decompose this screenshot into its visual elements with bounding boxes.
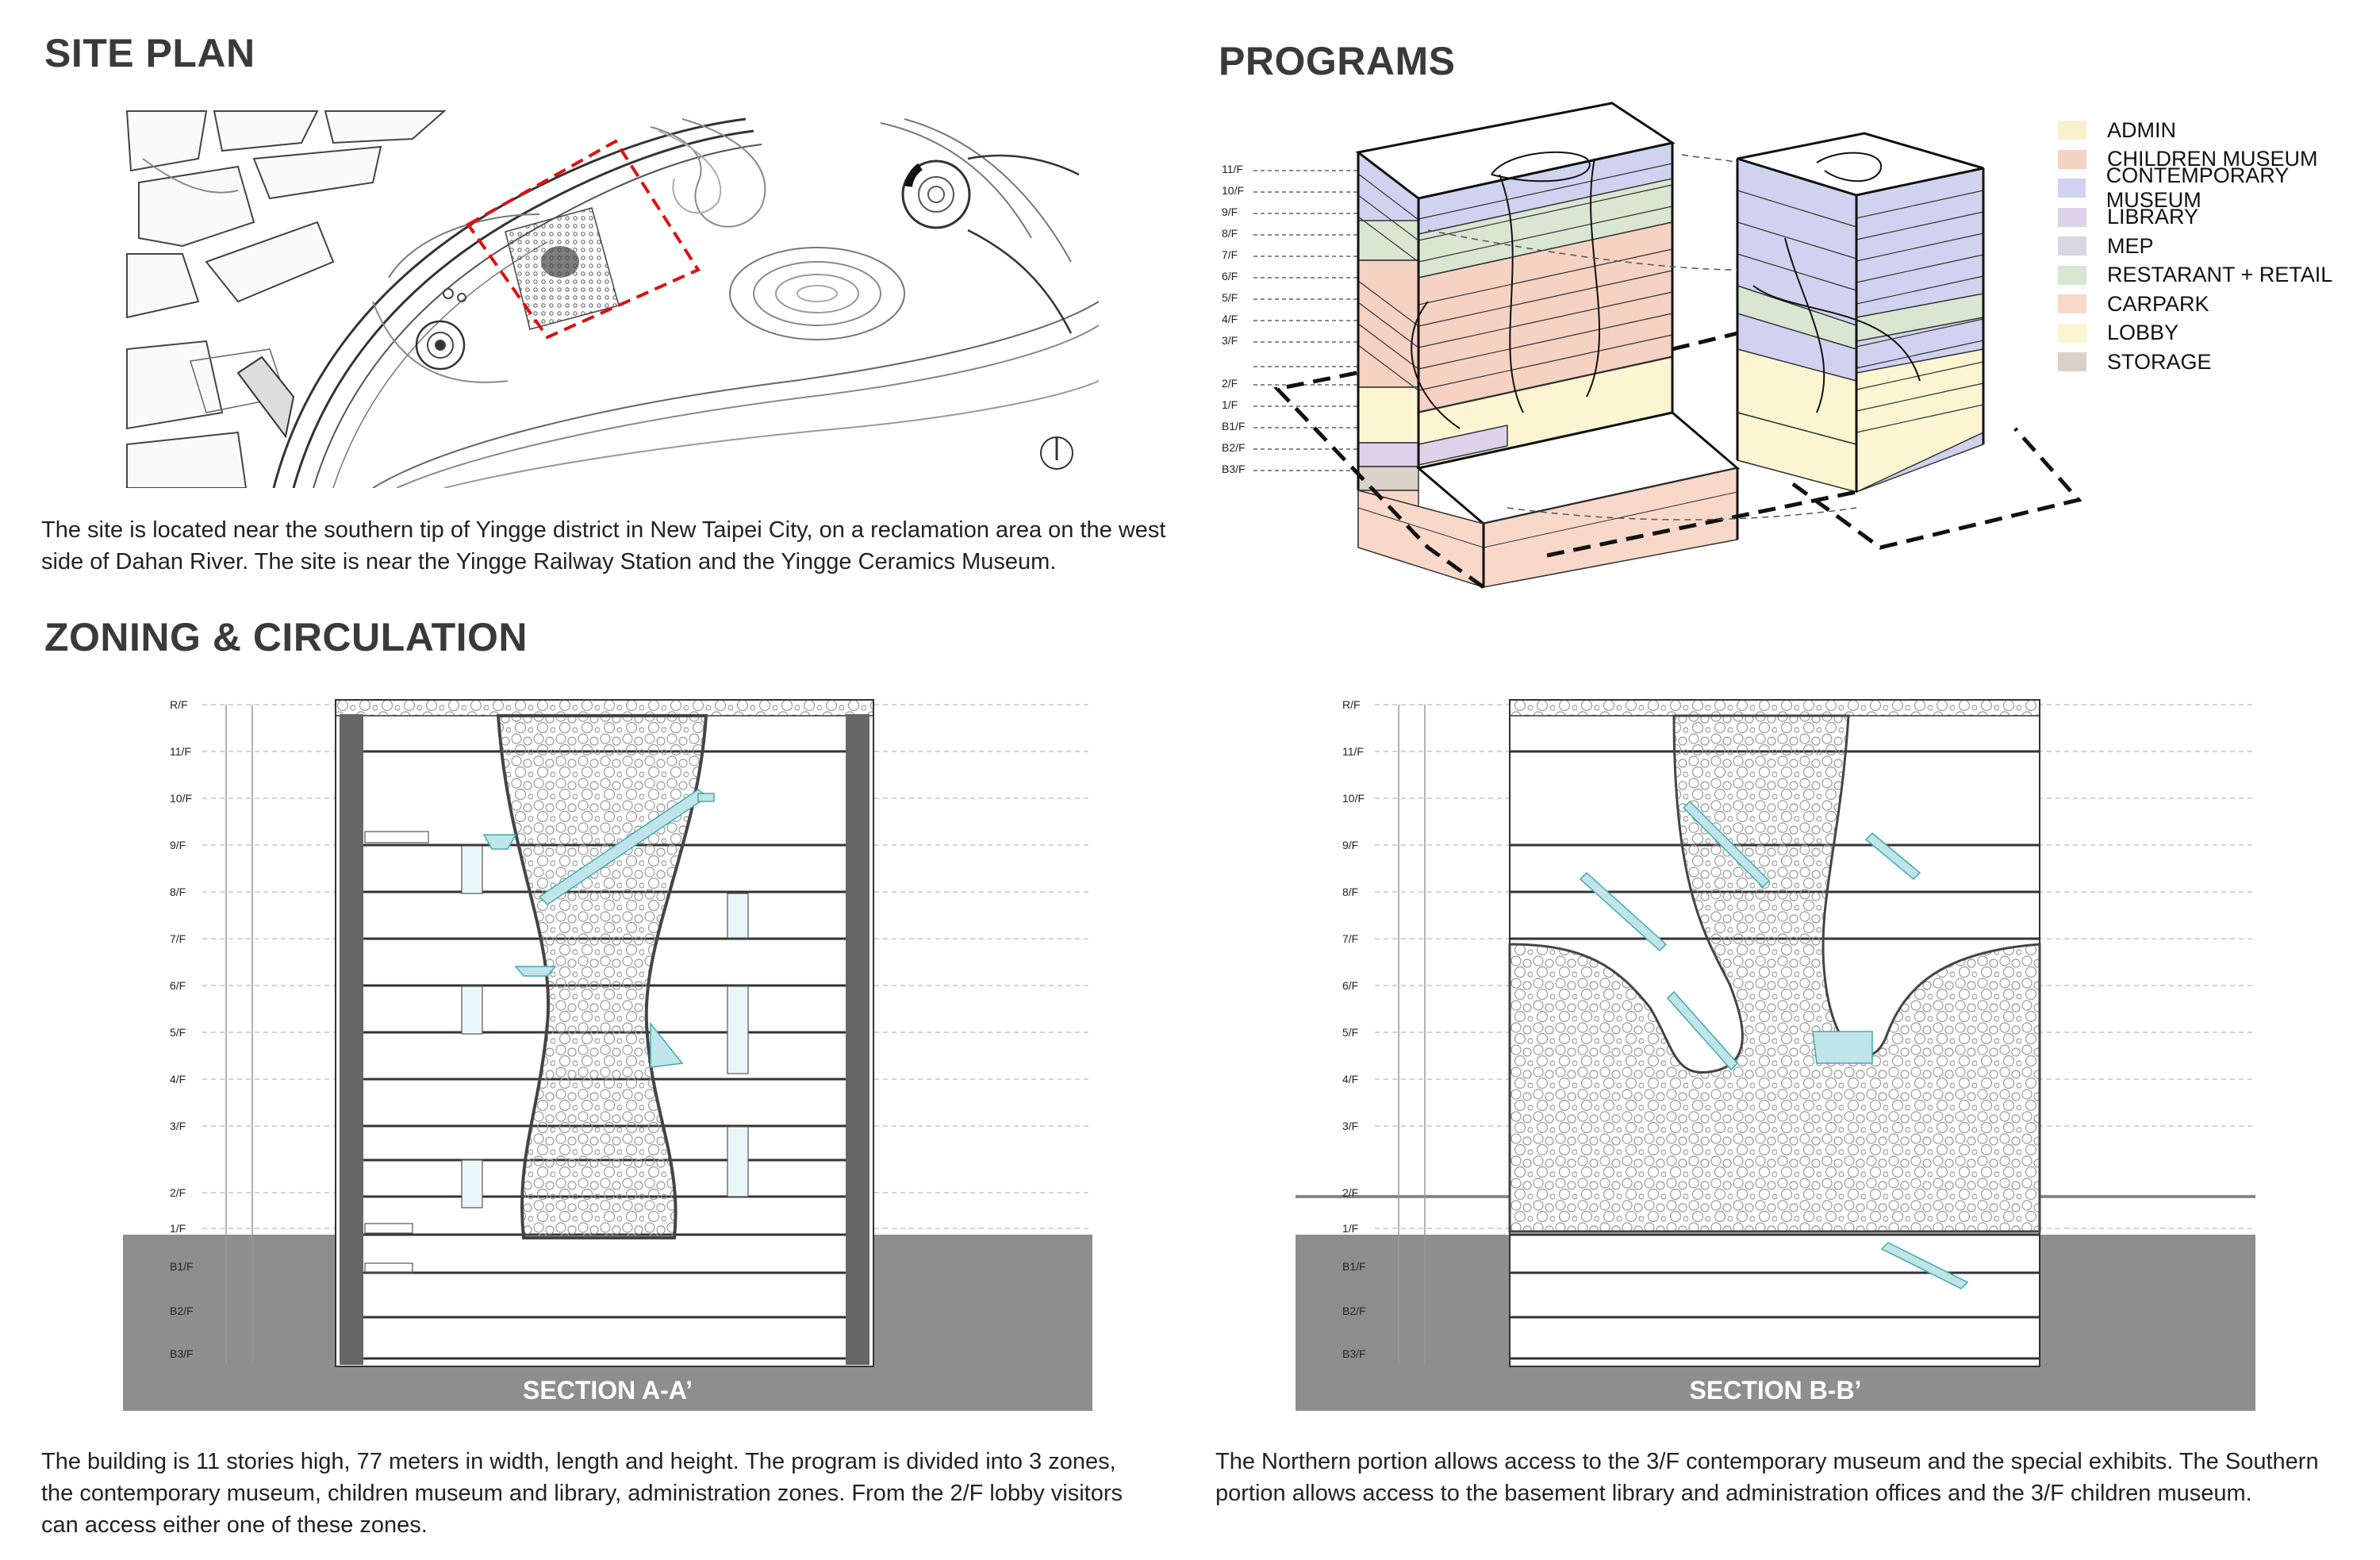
section-a-level-4f: 4/F	[170, 1073, 186, 1085]
section-a-label: SECTION A-A’	[523, 1376, 693, 1404]
section-b-level-b1f: B1/F	[1342, 1260, 1366, 1273]
section-a-level-3f: 3/F	[170, 1120, 186, 1132]
legend-swatch	[2058, 265, 2086, 285]
legend-item: CARPARK	[2058, 290, 2380, 319]
section-a-level-b3f: B3/F	[170, 1347, 194, 1360]
program-floor-b3f: B3/F	[1222, 463, 1246, 475]
legend-label: MEP	[2107, 233, 2154, 258]
section-b-level-3f: 3/F	[1342, 1120, 1359, 1132]
section-b-level-5f: 5/F	[1342, 1026, 1359, 1039]
legend-label: CONTEMPORARY MUSEUM	[2106, 163, 2289, 213]
legend-item: CONTEMPORARY MUSEUM	[2058, 163, 2380, 212]
legend-item: CHILDREN MUSEUM	[2058, 145, 2380, 175]
section-a-level-2f: 2/F	[170, 1186, 186, 1199]
section-a-level-8f: 8/F	[170, 886, 186, 898]
legend-label: ADMIN	[2107, 117, 2176, 142]
program-floor-7f: 7/F	[1222, 248, 1238, 261]
legend-swatch	[2058, 207, 2086, 227]
site-plan-heading: SITE PLAN	[44, 31, 255, 75]
program-floor-4f: 4/F	[1222, 313, 1238, 325]
legend-label: CARPARK	[2107, 291, 2209, 316]
section-a-level-rf: R/F	[170, 698, 188, 711]
legend-item: ADMIN	[2058, 116, 2380, 145]
section-b-level-2f: 2/F	[1342, 1186, 1359, 1199]
legend-label: STORAGE	[2107, 349, 2212, 374]
legend-swatch	[2058, 323, 2086, 343]
program-floor-1f: 1/F	[1222, 398, 1238, 411]
section-b-level-11f: 11/F	[1342, 745, 1364, 758]
legend-item: LIBRARY	[2058, 203, 2380, 232]
section-b-level-1f: 1/F	[1342, 1222, 1359, 1235]
program-floor-6f: 6/F	[1222, 270, 1238, 282]
program-floor-3f: 3/F	[1222, 334, 1238, 347]
program-floor-11f: 11/F	[1222, 163, 1243, 175]
section-a-level-9f: 9/F	[170, 839, 186, 851]
section-a-description: The building is 11 stories high, 77 mete…	[41, 1449, 1123, 1538]
section-a-level-b2f: B2/F	[170, 1304, 194, 1317]
section-b-level-10f: 10/F	[1342, 792, 1365, 805]
section-a-level-10f: 10/F	[170, 792, 193, 805]
section-b-level-4f: 4/F	[1342, 1073, 1359, 1085]
section-b-level-9f: 9/F	[1342, 839, 1359, 851]
section-b-level-rf: R/F	[1342, 698, 1361, 711]
program-floor-b2f: B2/F	[1222, 441, 1246, 454]
legend-swatch	[2058, 352, 2086, 372]
section-b-level-b2f: B2/F	[1342, 1304, 1366, 1317]
section-a-level-11f: 11/F	[170, 745, 191, 758]
program-floor-5f: 5/F	[1222, 291, 1238, 304]
legend-label: LOBBY	[2107, 321, 2179, 345]
legend-item: RESTARANT + RETAIL	[2058, 261, 2380, 290]
section-b-description: The Northern portion allows access to th…	[1215, 1449, 2319, 1506]
programs-heading: PROGRAMS	[1219, 39, 1456, 83]
legend-label: LIBRARY	[2107, 205, 2199, 229]
section-a-level-b1f: B1/F	[170, 1260, 194, 1273]
legend-swatch	[2058, 179, 2086, 198]
section-a-level-1f: 1/F	[170, 1222, 186, 1235]
legend-swatch	[2058, 294, 2086, 314]
section-b-level-6f: 6/F	[1342, 979, 1359, 992]
legend-label: CHILDREN MUSEUM	[2107, 147, 2318, 171]
zoning-heading: ZONING & CIRCULATION	[44, 615, 528, 659]
programs-legend: ADMIN CHILDREN MUSEUM CONTEMPORARY MUSEU…	[2058, 116, 2380, 377]
legend-label: RESTARANT + RETAIL	[2107, 263, 2333, 287]
section-b-label: SECTION B-B’	[1689, 1376, 1862, 1404]
legend-swatch	[2058, 236, 2086, 256]
section-a-level-6f: 6/F	[170, 979, 186, 992]
legend-item: MEP	[2058, 232, 2380, 261]
site-plan-description: The site is located near the southern ti…	[41, 517, 1166, 574]
program-floor-8f: 8/F	[1222, 227, 1238, 240]
section-b-level-b3f: B3/F	[1342, 1347, 1366, 1360]
section-a-level-7f: 7/F	[170, 932, 186, 945]
program-floor-10f: 10/F	[1222, 184, 1245, 197]
section-b-level-7f: 7/F	[1342, 932, 1359, 945]
legend-item: LOBBY	[2058, 319, 2380, 348]
section-a-level-5f: 5/F	[170, 1026, 186, 1039]
legend-item: STORAGE	[2058, 348, 2380, 377]
program-floor-2f: 2/F	[1222, 377, 1238, 390]
section-b-level-8f: 8/F	[1342, 886, 1359, 898]
legend-swatch	[2058, 149, 2086, 169]
program-floor-b1f: B1/F	[1222, 420, 1246, 432]
legend-swatch	[2058, 121, 2086, 140]
program-floor-9f: 9/F	[1222, 206, 1238, 218]
